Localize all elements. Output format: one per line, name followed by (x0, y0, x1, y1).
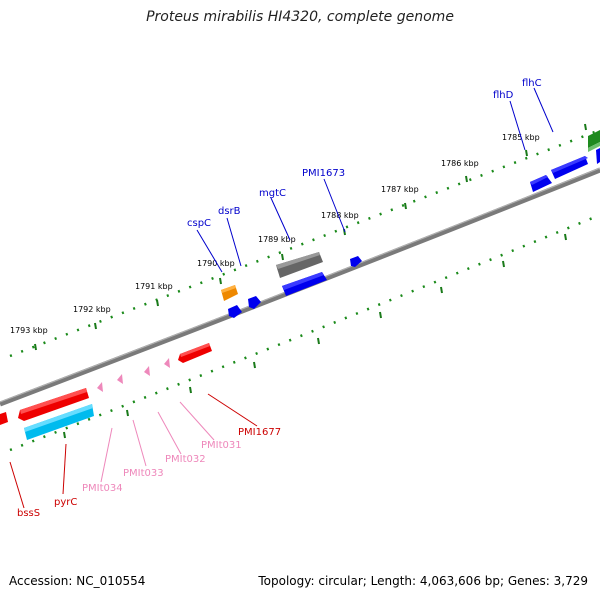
gene-feature-cspC (228, 305, 242, 318)
tick-label: 1787 kbp (381, 185, 419, 194)
gene-feature-bssS (0, 412, 8, 425)
inner-major-ticks (63, 233, 567, 439)
map-title: Proteus mirabilis HI4320, complete genom… (146, 9, 454, 25)
gene-label: PMIt032 (165, 454, 206, 465)
gene-label: PMIt033 (123, 468, 164, 479)
gene-label: PMIt034 (82, 483, 123, 494)
gene-feature-blue (596, 148, 600, 164)
tick-label: 1789 kbp (258, 235, 296, 244)
trna-feature-PMIt033 (117, 374, 123, 384)
tick-label: 1793 kbp (10, 326, 48, 335)
tick-label: 1792 kbp (73, 305, 111, 314)
gene-label: flhD (493, 90, 514, 101)
gene-feature-shade (588, 142, 600, 152)
gene-label: PMIt031 (201, 440, 242, 451)
gene-label: PMI1673 (302, 168, 345, 179)
gene-label: pyrC (54, 497, 77, 508)
trna-feature-PMIt034 (97, 382, 103, 392)
gene-label: cspC (187, 218, 211, 229)
accession-text: Accession: NC_010554 (9, 574, 146, 588)
gene-label: mgtC (259, 188, 286, 199)
outer-major-ticks (34, 123, 587, 351)
gene-label: flhC (522, 78, 542, 89)
tick-label: 1786 kbp (441, 159, 479, 168)
gene-feature-flhD (530, 175, 552, 192)
tick-label: 1790 kbp (197, 259, 235, 268)
top-leader-lines (196, 87, 554, 273)
gene-feature-shade (20, 388, 87, 414)
reverse-features (0, 343, 212, 440)
gene-feature-pseudo (276, 252, 323, 278)
inner-tick-ring (9, 213, 600, 452)
trna-feature-PMIt031 (164, 358, 170, 368)
gene-feature-shade (276, 252, 320, 269)
gene-feature-PMI1673 (350, 256, 362, 267)
genome-summary-text: Topology: circular; Length: 4,063,606 bp… (258, 574, 588, 588)
forward-features (221, 130, 600, 318)
trna-feature-PMIt032 (144, 366, 150, 376)
gene-feature-shade (282, 272, 324, 290)
tick-label: 1791 kbp (135, 282, 173, 291)
gene-label: dsrB (218, 206, 241, 217)
gene-feature-shade (221, 285, 236, 293)
tick-label: 1788 kbp (321, 211, 359, 220)
gene-label: bssS (17, 508, 40, 519)
gene-feature-shade (180, 343, 210, 357)
gene-feature-shade (551, 156, 588, 173)
bottom-leader-lines (9, 393, 258, 509)
gene-feature-dsrB (248, 296, 261, 309)
gene-label: PMI1677 (238, 427, 281, 438)
gene-feature-shade (24, 404, 93, 432)
gene-feature-shade (530, 175, 548, 185)
outer-tick-ring (9, 128, 600, 358)
